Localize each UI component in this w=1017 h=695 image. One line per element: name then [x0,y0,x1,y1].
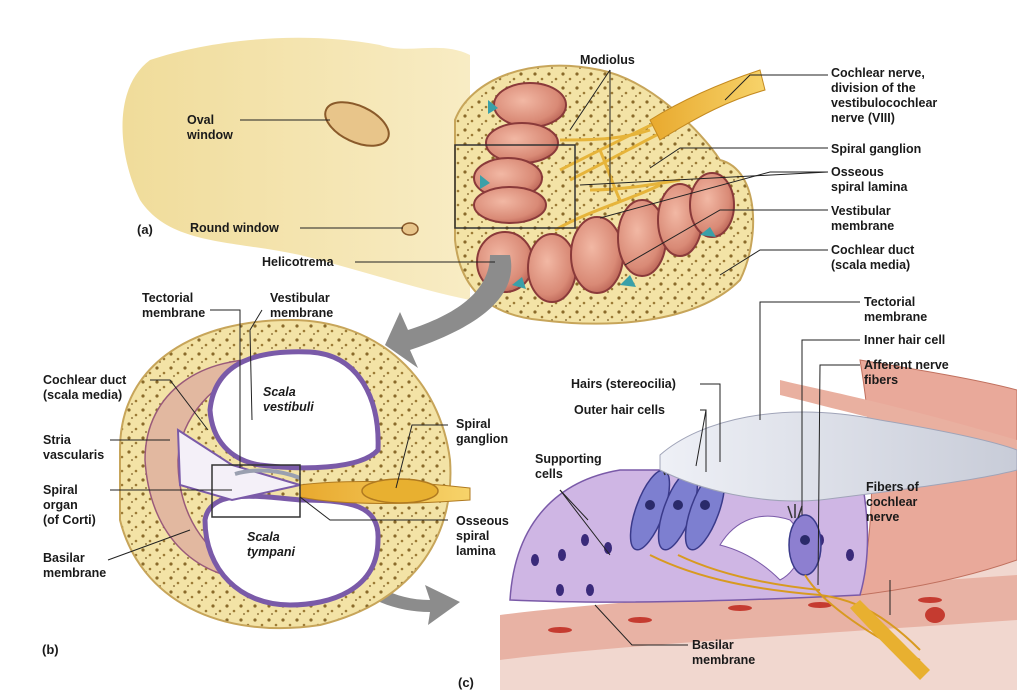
panel-c-marker: (c) [458,675,474,690]
label-modiolus: Modiolus [580,53,635,67]
label-helicotrema: Helicotrema [262,255,334,269]
label-hairs-stereocilia: Hairs (stereocilia) [571,377,676,391]
tectorial-membrane-shape [659,411,1017,502]
arrow-b-to-c [315,540,460,625]
panel-a-temporal-bone [122,37,470,301]
label-basilar-membrane-c: Basilar membrane [692,638,756,667]
round-window-shape [401,222,419,236]
cochlear-duct-space [176,428,301,502]
label-supporting-cells: Supporting cells [535,452,602,481]
label-vestibular-membrane-a: Vestibular membrane [831,204,895,233]
oval-window-shape [324,101,390,147]
label-cochlear-duct-b: Cochlear duct (scala media) [43,373,127,402]
label-spiral-ganglion-a: Spiral ganglion [831,142,922,156]
supporting-cell-nuclei [531,534,854,596]
label-spiral-ganglion-b: Spiral ganglion [456,417,509,446]
label-stria-vascularis: Stria vascularis [43,433,105,462]
inset-box-a [454,144,576,229]
label-round-window: Round window [190,221,279,235]
label-tectorial-membrane-b: Tectorial membrane [142,291,206,320]
inset-box-b [211,464,301,518]
label-osseous-spiral-lamina-b: Osseous spiral lamina [456,514,509,558]
label-cochlear-duct-a: Cochlear duct (scala media) [831,243,915,272]
spiral-ganglion-b [361,478,439,504]
label-fibers-cochlear-nerve: Fibers of cochlear nerve [866,480,919,524]
label-oval-window: Oval window [187,113,233,142]
panel-b-marker: (b) [42,642,59,657]
arrow-a-to-b [385,255,512,368]
label-afferent-nerve-fibers: Afferent nerve fibers [864,358,949,387]
cochlear-turns [473,82,735,303]
cochlea-section [454,64,766,325]
label-outer-hair-cells: Outer hair cells [574,403,666,417]
label-osseous-spiral-lamina-a: Osseous spiral lamina [831,165,908,194]
scala-tympani-space [202,493,381,608]
panel-b-cross-section [119,318,471,630]
label-scala-tympani: Scala tympani [247,530,295,559]
panel-a-marker: (a) [137,222,153,237]
scala-vestibuli-space [207,349,381,471]
label-scala-vestibuli: Scala vestibuli [263,385,314,414]
blood-cells [548,597,945,633]
label-cochlear-nerve: Cochlear nerve, division of the vestibul… [831,66,938,125]
label-inner-hair-cell: Inner hair cell [864,333,946,347]
label-spiral-organ: Spiral organ (of Corti) [43,483,96,527]
leader-lines [107,69,891,646]
panel-c-organ-of-corti [500,359,1017,690]
label-vestibular-membrane-b: Vestibular membrane [270,291,334,320]
label-basilar-membrane-b: Basilar membrane [43,551,107,580]
label-tectorial-membrane-c: Tectorial membrane [864,295,928,324]
